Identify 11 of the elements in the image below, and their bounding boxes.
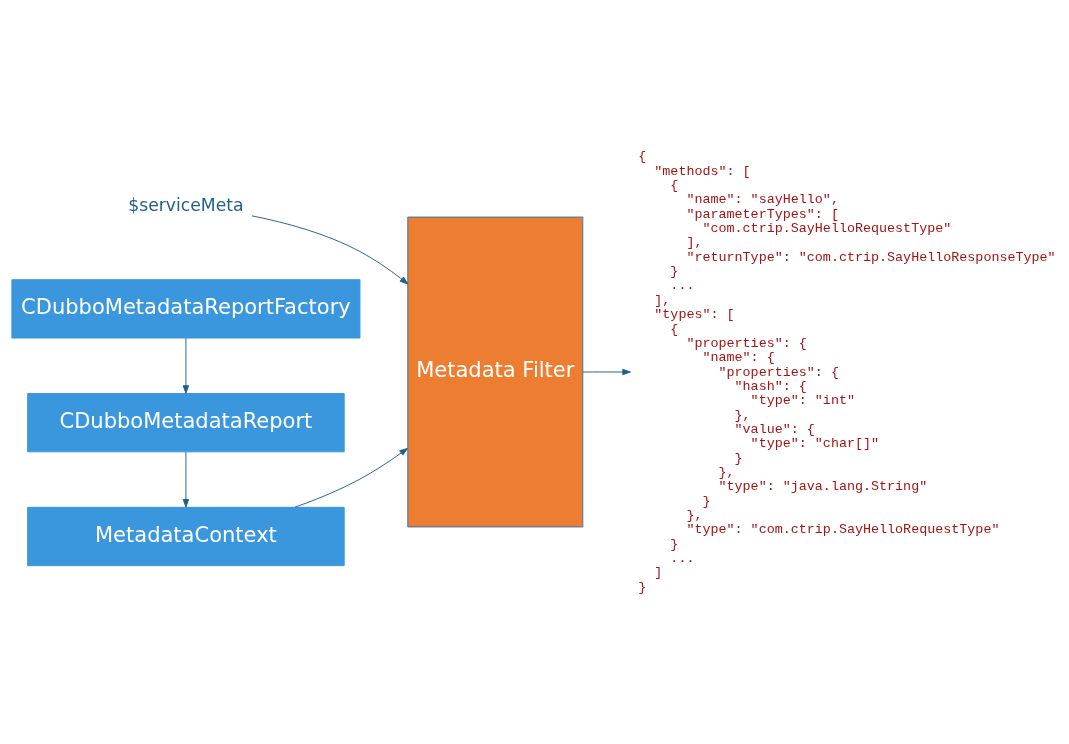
arrow — [294, 447, 408, 508]
node-text: $serviceMeta — [128, 194, 244, 215]
node-box: CDubboMetadataReport — [27, 393, 345, 453]
node-box: Metadata Filter — [407, 216, 584, 528]
node-text: { "methods": [ { "name": "sayHello", "parameterTypes": [ "com.ctrip.SayHelloRequestType" ], "returnType": "com.ctrip.SayHelloResponseType" } ... ], "types": [ { "properties": { "name": { "properties": { "hash": { "type": "int" }, "value": { "type": "char[]" } }, "type": "java.lang.String" } }, "type": "com.ctrip.SayHelloRequestType" } ... ] } — [638, 149, 1056, 595]
node-box: MetadataContext — [27, 506, 345, 567]
arrow — [182, 337, 190, 394]
node-box: CDubboMetadataReportFactory — [11, 279, 361, 339]
arrow — [251, 215, 409, 285]
arrow — [182, 451, 190, 508]
arrow — [582, 368, 631, 376]
